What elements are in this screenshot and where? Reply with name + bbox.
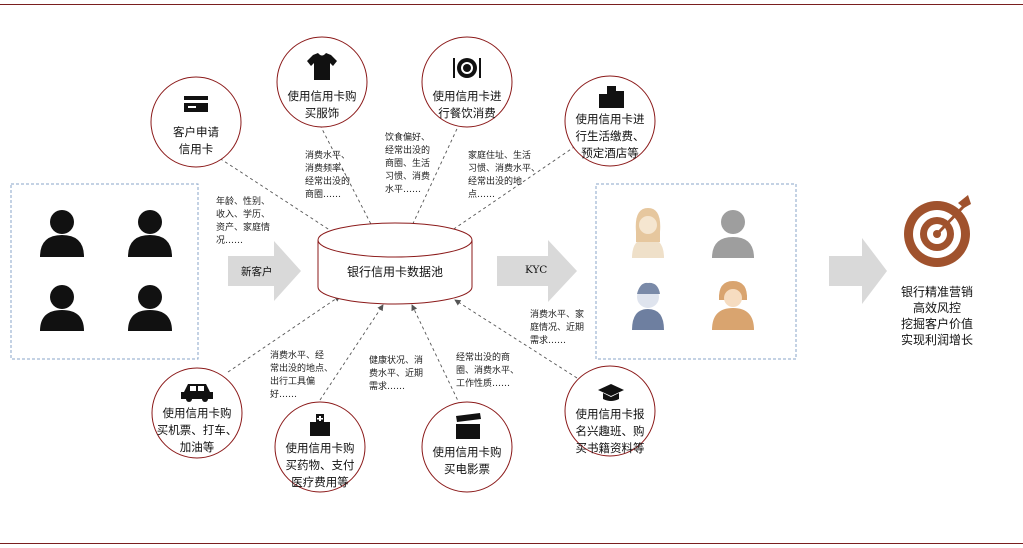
movie-label: 使用信用卡购 买电影票 [432, 445, 502, 476]
living-note: 家庭住址、生活 习惯、消费水平、 经常出没的地 点…… [468, 151, 541, 200]
living-label: 使用信用卡进 行生活缴费、 预定酒店等 [575, 112, 645, 160]
plate-utensils-icon [453, 58, 481, 78]
clothing-label: 使用信用卡购 买服饰 [287, 89, 357, 120]
travel-circle [151, 367, 243, 459]
apply-label: 客户申请 信用卡 [173, 125, 219, 156]
education-circle [564, 365, 656, 457]
customer-box [10, 183, 199, 360]
clothing-circle [276, 36, 368, 128]
medical-label: 使用信用卡购 买药物、支付 医疗费用等 [285, 441, 355, 489]
travel-note: 消费水平、经 常出没的地点、 出行工具偏 好…… [270, 351, 334, 400]
buildings-icon [599, 86, 624, 108]
movie-note: 经常出没的商 圈、消费水平、 工作性质…… [456, 353, 520, 389]
connector-apply [209, 151, 346, 241]
dining-label: 使用信用卡进 行餐饮消费 [432, 89, 502, 120]
clapperboard-icon [456, 413, 481, 439]
apply-circle [150, 76, 242, 168]
new-customer-label: 新客户 [241, 266, 273, 278]
kyc-label: KYC [525, 264, 548, 276]
dining-note: 饮食偏好、 经常出没的 商圈、生活 习惯、消费 水平…… [385, 133, 431, 195]
credit-card-icon [184, 96, 208, 112]
education-label: 使用信用卡报 名兴趣班、购 买书籍资料等 [575, 407, 645, 455]
connector-clothing [319, 124, 376, 233]
woman-orange-avatar-icon [712, 281, 754, 330]
man-avatar-icon [712, 210, 754, 258]
database-cylinder [317, 222, 473, 305]
medical-circle [274, 401, 366, 493]
dining-circle [421, 36, 513, 128]
clothing-note: 消费水平、 消费频率、 经常出没的 商圈…… [305, 151, 351, 200]
apply-note: 年龄、性别、 收入、学历、 资产、家庭情 况…… [216, 197, 271, 246]
profiled-customer-box [595, 183, 797, 360]
car-icon [181, 384, 213, 402]
database-label: 银行信用卡数据池 [347, 265, 444, 279]
movie-circle [421, 401, 513, 493]
connector-dining [409, 117, 463, 231]
person-icon [128, 210, 172, 257]
kyc-note: 消费水平、家 庭情况、近期 需求…… [530, 310, 585, 346]
connector-education [454, 299, 578, 379]
goal-text: 银行精准营销 高效风控 挖掘客户价值 实现利润增长 [900, 285, 973, 347]
top-rule [0, 4, 1023, 5]
connector-medical [319, 304, 384, 401]
customer-icons [40, 210, 172, 331]
living-circle [564, 75, 656, 167]
new-customer-arrow [228, 241, 301, 301]
bottom-rule [0, 543, 1023, 544]
boy-avatar-icon [632, 282, 664, 330]
connector-travel [227, 295, 341, 373]
person-icon [40, 210, 84, 257]
person-icon [40, 285, 84, 331]
hospital-icon [310, 414, 330, 436]
graduation-cap-icon [598, 384, 624, 401]
result-arrow [829, 238, 887, 304]
medical-note: 健康状况、消 费水平、近期 需求…… [369, 356, 424, 392]
connector-movie [411, 304, 461, 406]
tshirt-icon [307, 53, 337, 80]
woman-avatar-icon [632, 208, 664, 258]
target-icon [904, 195, 971, 267]
travel-label: 使用信用卡购 买机票、打车、 加油等 [156, 406, 238, 454]
person-icon [128, 285, 172, 331]
kyc-arrow [497, 240, 577, 302]
